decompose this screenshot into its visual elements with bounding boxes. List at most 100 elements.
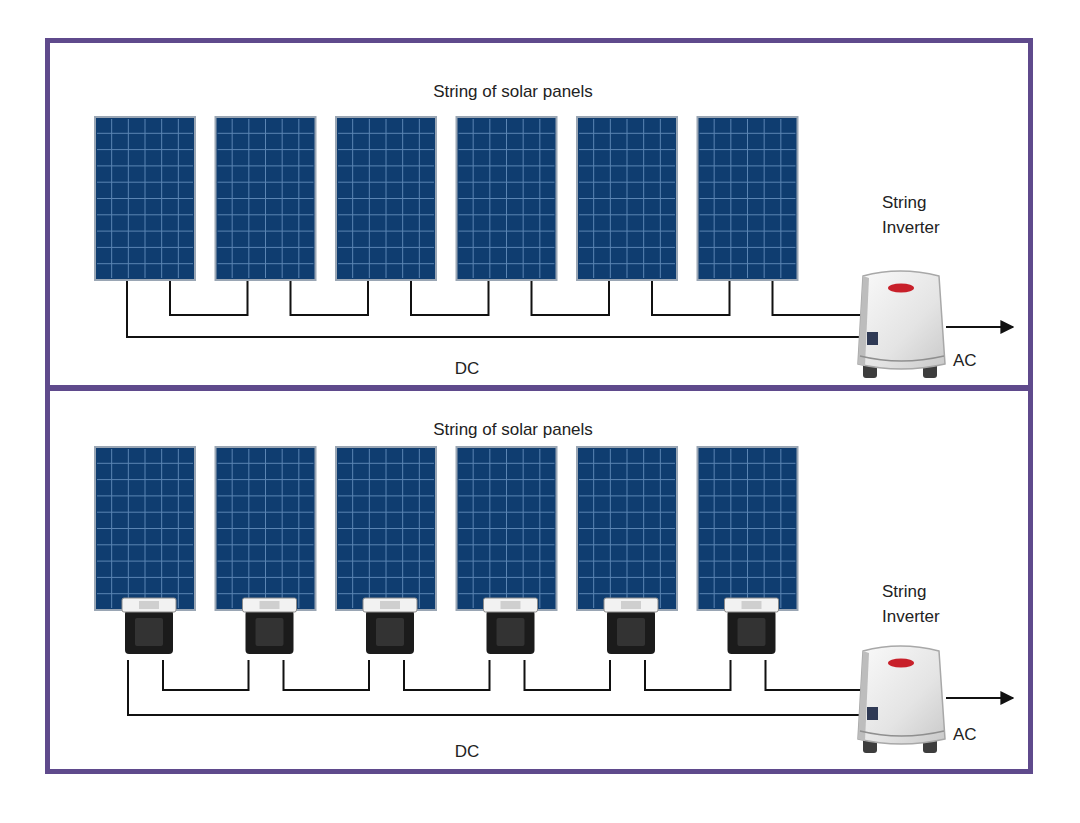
solar-panel <box>95 117 195 280</box>
cell-line <box>459 133 555 134</box>
cell-line <box>579 133 675 134</box>
cell-line <box>97 528 193 529</box>
solar-panel <box>457 117 557 280</box>
cell-line <box>579 198 675 199</box>
panel-face <box>457 447 557 610</box>
cell-line <box>338 133 434 134</box>
cell-line <box>579 231 675 232</box>
cell-line <box>218 561 314 562</box>
cell-line <box>700 495 796 496</box>
cell-line <box>97 512 193 513</box>
cell-line <box>97 133 193 134</box>
cell-line <box>97 544 193 545</box>
cell-line <box>459 512 555 513</box>
panel-face <box>95 117 195 280</box>
cell-line <box>700 214 796 215</box>
optimizer-face <box>738 618 766 646</box>
cell-line <box>700 263 796 264</box>
solar-panel <box>457 447 557 610</box>
ac-arrow <box>946 326 1013 328</box>
cell-line <box>97 263 193 264</box>
cell-line <box>338 561 434 562</box>
cell-line <box>218 495 314 496</box>
cell-line <box>700 512 796 513</box>
component-label: AC <box>953 348 977 373</box>
dc-wire <box>766 660 864 690</box>
cell-line <box>338 165 434 166</box>
cell-line <box>97 231 193 232</box>
optimizer-cap-detail <box>260 601 280 609</box>
panel-face <box>336 447 436 610</box>
inverter-base-line <box>860 356 944 361</box>
optimizer-cap <box>363 598 417 612</box>
panel-face <box>95 447 195 610</box>
optimizer-face <box>256 618 284 646</box>
optimizer-body <box>607 610 655 654</box>
dc-wire <box>163 660 249 690</box>
string-inverter <box>858 271 945 378</box>
cell-line <box>459 149 555 150</box>
optimizer-cap-detail <box>139 601 159 609</box>
optimizer-body <box>728 610 776 654</box>
optimizer-cap-detail <box>501 601 521 609</box>
cell-line <box>218 593 314 594</box>
optimizer-face <box>497 618 525 646</box>
cell-line <box>97 198 193 199</box>
cell-line <box>579 182 675 183</box>
panel-row <box>95 447 1013 753</box>
inverter-display <box>867 707 878 720</box>
power-optimizer <box>122 598 176 654</box>
dc-wire <box>532 280 610 315</box>
panel-face <box>577 117 677 280</box>
cell-line <box>459 479 555 480</box>
cell-line <box>459 247 555 248</box>
cell-line <box>338 512 434 513</box>
dc-wire <box>291 280 369 315</box>
cell-line <box>700 528 796 529</box>
cell-line <box>338 528 434 529</box>
dc-wire <box>773 280 864 315</box>
cell-line <box>579 165 675 166</box>
cell-line <box>459 577 555 578</box>
optimizer-cap <box>122 598 176 612</box>
cell-line <box>218 544 314 545</box>
string-inverter <box>858 646 945 753</box>
power-optimizer <box>243 598 297 654</box>
dc-wire <box>525 660 611 690</box>
cell-line <box>338 198 434 199</box>
solar-panel <box>577 447 677 610</box>
solar-panel <box>216 117 316 280</box>
cell-line <box>338 263 434 264</box>
dc-wire <box>404 660 490 690</box>
cell-line <box>338 495 434 496</box>
cell-line <box>97 149 193 150</box>
cell-line <box>579 512 675 513</box>
dc-wire <box>128 660 863 715</box>
cell-line <box>338 593 434 594</box>
cell-line <box>218 231 314 232</box>
power-optimizer <box>363 598 417 654</box>
cell-line <box>218 512 314 513</box>
cell-line <box>579 463 675 464</box>
cell-line <box>97 182 193 183</box>
ac-arrow <box>946 697 1013 699</box>
optimizer-cap <box>243 598 297 612</box>
inverter-body <box>858 271 945 369</box>
cell-line <box>218 165 314 166</box>
optimizer-cap <box>604 598 658 612</box>
cell-line <box>459 463 555 464</box>
panel-heading: String of solar panels <box>433 79 593 104</box>
cell-line <box>218 182 314 183</box>
cell-line <box>700 463 796 464</box>
cell-line <box>579 577 675 578</box>
cell-line <box>700 247 796 248</box>
cell-line <box>97 214 193 215</box>
solar-panel <box>698 117 798 280</box>
panel-face <box>216 117 316 280</box>
solar-panel <box>336 117 436 280</box>
cell-line <box>459 495 555 496</box>
cell-line <box>338 479 434 480</box>
diagram-frame: String of solar panelsString InverterDCA… <box>45 38 1033 390</box>
cell-line <box>459 214 555 215</box>
